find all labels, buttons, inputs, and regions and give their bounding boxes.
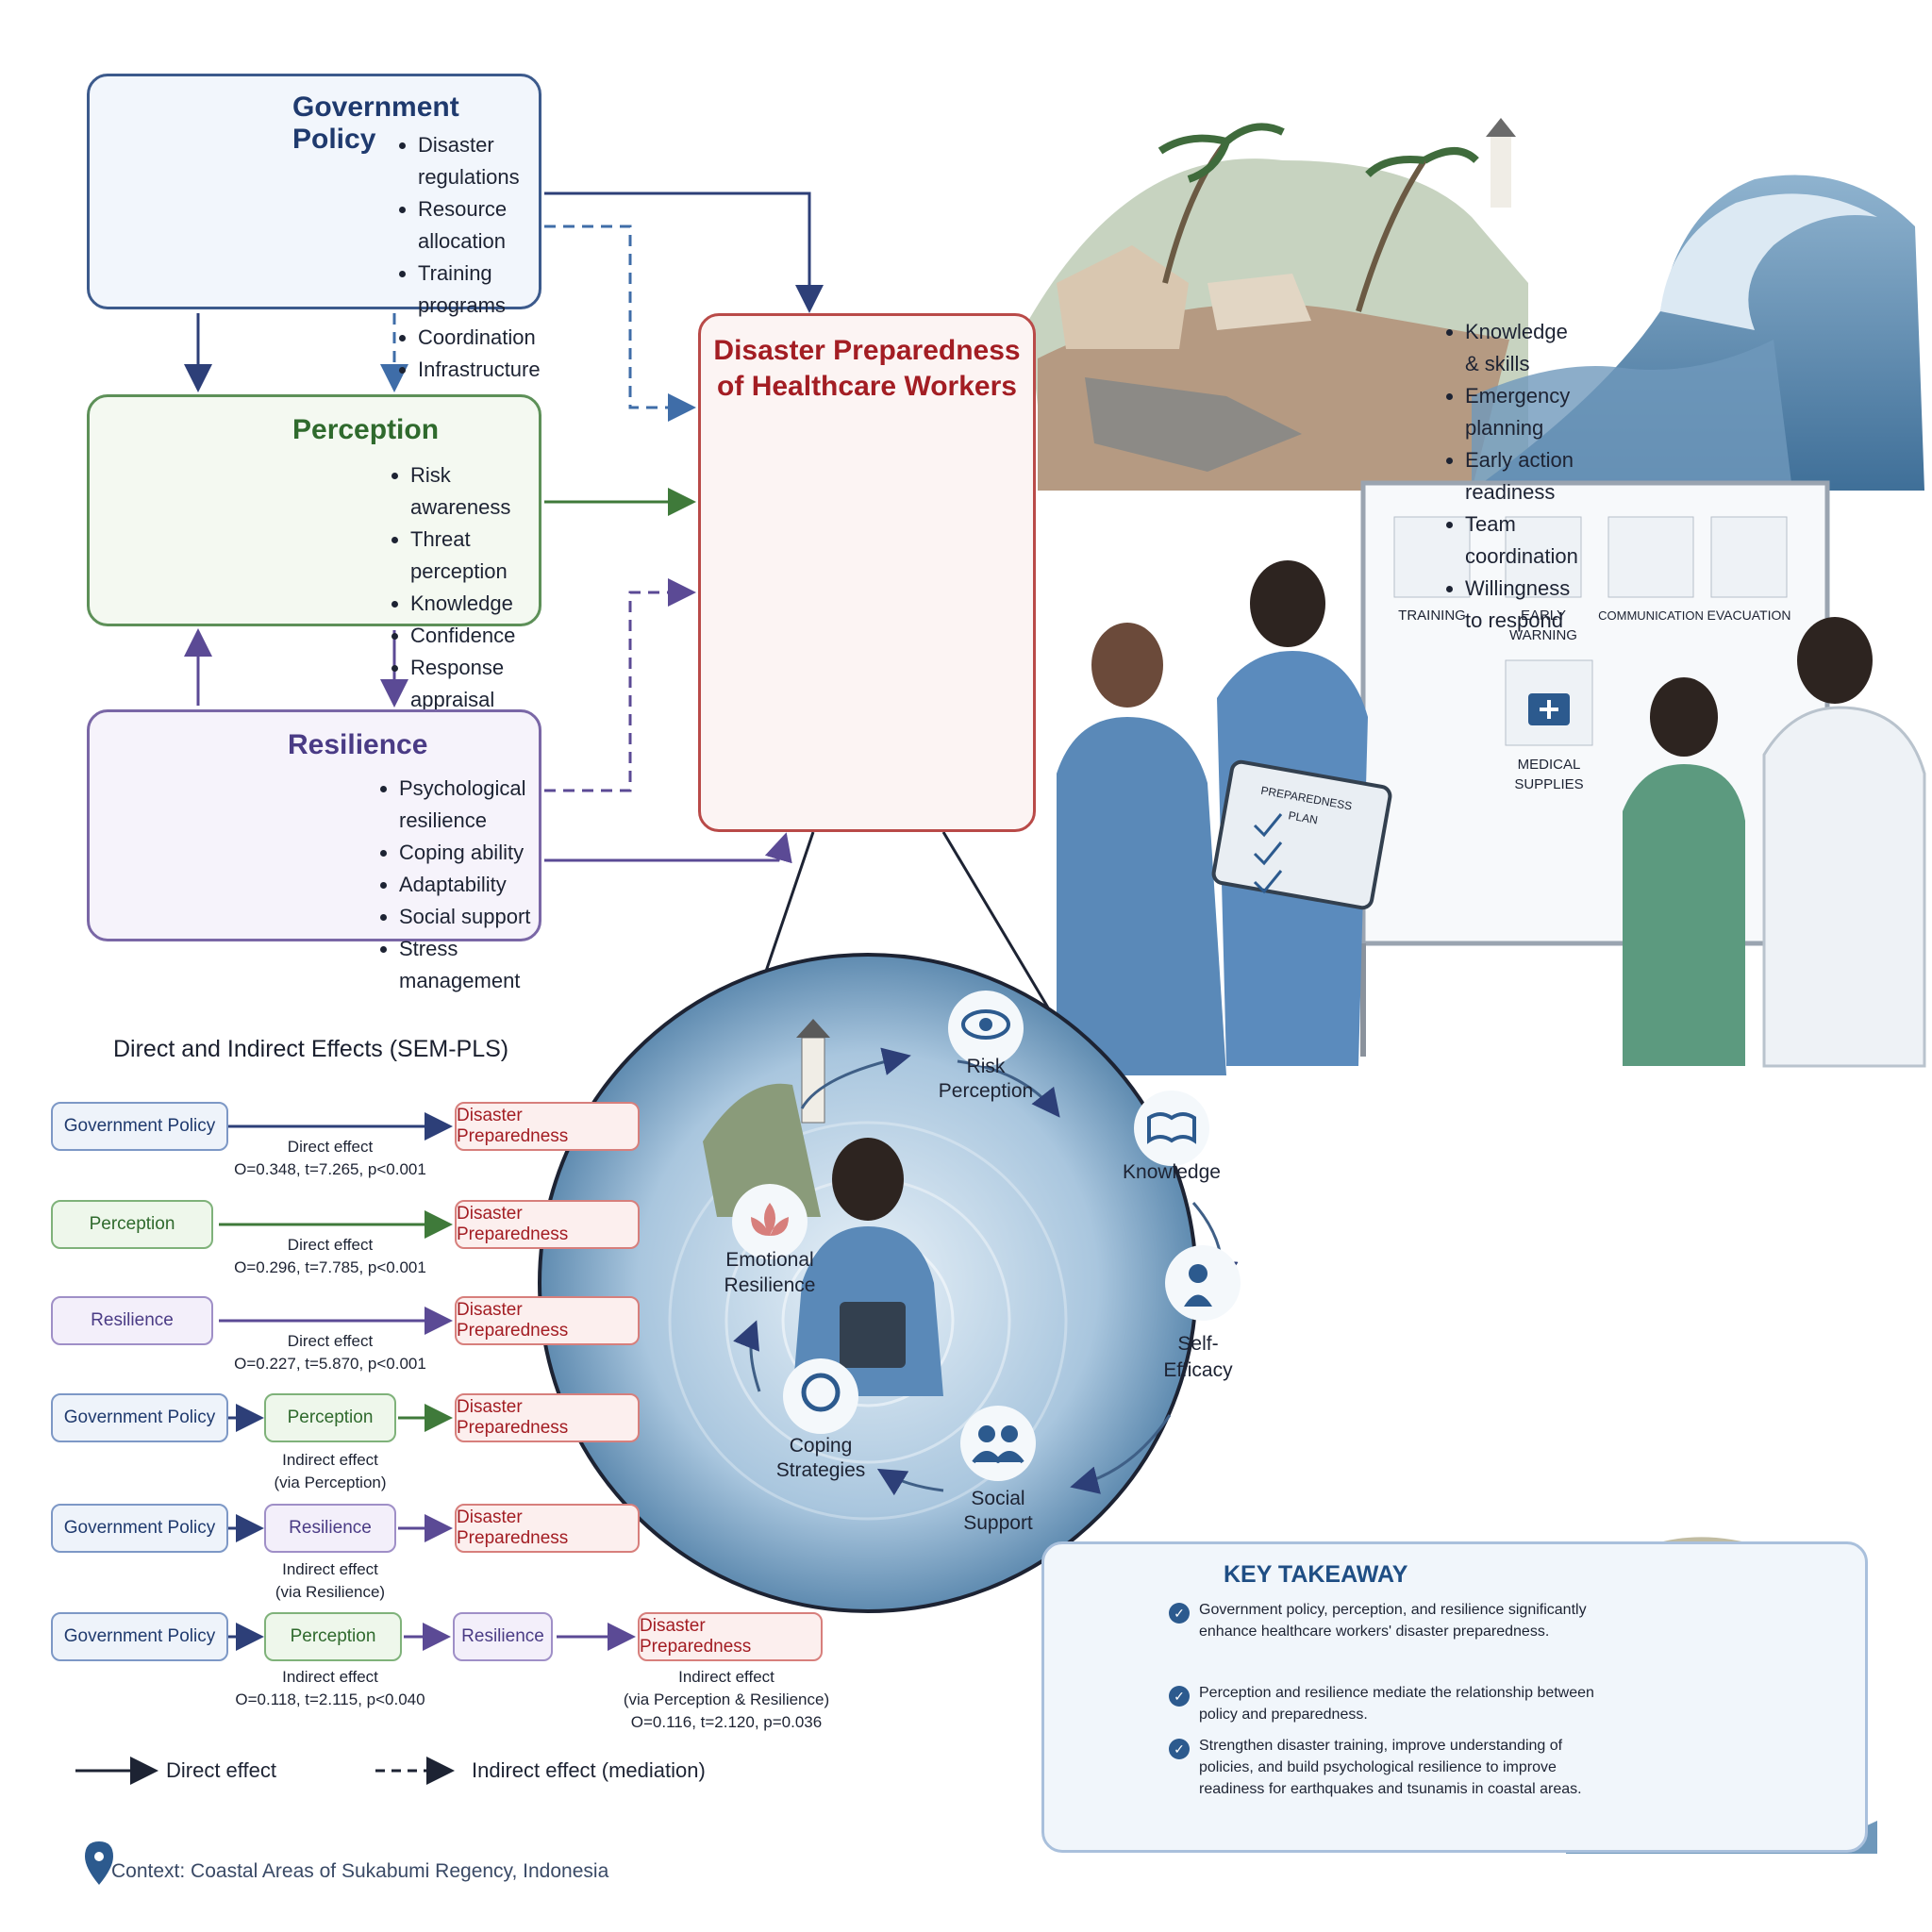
chip-disaster-preparedness: Disaster Preparedness [455, 1393, 640, 1442]
chip-government-policy: Government Policy [51, 1393, 228, 1442]
list-item: Response appraisal [410, 652, 539, 716]
list-item: Stress management [399, 933, 539, 997]
disaster-preparedness-list: Knowledge & skills Emergency planning Ea… [1442, 316, 1578, 637]
list-item: Coping ability [399, 837, 539, 869]
takeaway-item: Government policy, perception, and resil… [1199, 1602, 1587, 1640]
circle-label-social: Social [971, 1488, 1025, 1509]
chip-disaster-preparedness: Disaster Preparedness [455, 1102, 640, 1151]
chip-government-policy: Government Policy [51, 1612, 228, 1661]
location-pin-icon [85, 1841, 113, 1885]
circle-label-support: Support [963, 1512, 1033, 1534]
chip-disaster-preparedness: Disaster Preparedness [455, 1504, 640, 1553]
circle-label-knowledge: Knowledge [1123, 1161, 1221, 1183]
circle-label-efficacy: Efficacy [1163, 1359, 1233, 1381]
resilience-circle [538, 953, 1241, 1613]
tsunami-scene [1028, 118, 1924, 491]
title-line: Disaster Preparedness [713, 335, 1021, 366]
list-item: Social support [399, 901, 539, 933]
effect-stats: O=0.348, t=7.265, p<0.001 [234, 1160, 426, 1178]
legend-direct: Direct effect [166, 1758, 276, 1782]
resilience-title: Resilience [288, 729, 428, 760]
board-label-supplies: SUPPLIES [1514, 776, 1584, 792]
key-takeaway-title: KEY TAKEAWAY [1224, 1561, 1408, 1588]
effect-label: Indirect effect [282, 1451, 378, 1469]
effect-label: Direct effect [287, 1138, 374, 1156]
chip-resilience: Resilience [453, 1612, 553, 1661]
list-item: Risk awareness [410, 459, 539, 524]
board-label-training: TRAINING [1398, 608, 1466, 624]
board-label-warning: WARNING [1509, 627, 1577, 643]
effect-stats: O=0.296, t=7.785, p<0.001 [234, 1258, 426, 1276]
chip-resilience: Resilience [264, 1504, 396, 1553]
circle-label-self: Self- [1177, 1333, 1219, 1355]
government-policy-box: Government Policy Disaster regulations R… [87, 74, 541, 413]
list-item: Team coordination [1465, 508, 1578, 573]
chip-disaster-preparedness: Disaster Preparedness [455, 1200, 640, 1249]
board-label-evacuation: EVACUATION [1707, 608, 1791, 623]
list-item: Adaptability [399, 869, 539, 901]
chip-government-policy: Government Policy [51, 1102, 228, 1151]
circle-label-strategies: Strategies [775, 1459, 866, 1481]
circle-label-perception: Perception [938, 1080, 1034, 1102]
legend-indirect: Indirect effect (mediation) [472, 1758, 706, 1782]
list-item: Disaster regulations [418, 129, 541, 193]
takeaway-item: Perception and resilience mediate the re… [1199, 1685, 1594, 1723]
list-item: Coordination [418, 322, 541, 354]
list-item: Threat perception [410, 524, 539, 588]
government-policy-title: Government Policy [292, 92, 459, 155]
list-item: Training programs [418, 258, 541, 322]
list-item: Resource allocation [418, 193, 541, 258]
effect-label: Direct effect [287, 1332, 374, 1350]
effect-sub: (via Perception & Resilience) [623, 1690, 830, 1708]
circle-label-risk: Risk [966, 1056, 1006, 1077]
takeaway-item: Strengthen disaster training, improve un… [1199, 1738, 1582, 1797]
effect-stats: O=0.118, t=2.115, p<0.040 [235, 1690, 425, 1708]
title-line: of Healthcare Workers [717, 371, 1017, 402]
government-policy-list: Disaster regulations Resource allocation… [391, 129, 541, 418]
team-whiteboard-scene [1057, 480, 1926, 1075]
list-item: Knowledge & skills [1465, 316, 1578, 380]
board-label-medical: MEDICAL [1517, 757, 1581, 773]
list-item: Knowledge [410, 588, 539, 620]
effect-label: Direct effect [287, 1236, 374, 1254]
perception-list: Risk awareness Threat perception Knowled… [384, 459, 539, 716]
key-takeaway-panel: KEY TAKEAWAY ✓ Government policy, percep… [1041, 1541, 1868, 1853]
list-item: Confidence [410, 620, 539, 652]
chip-perception: Perception [51, 1200, 213, 1249]
disaster-preparedness-box: Disaster Preparedness of Healthcare Work… [698, 313, 1578, 832]
effect-label: Indirect effect [282, 1668, 378, 1686]
effect-sub: (via Perception) [274, 1474, 387, 1491]
effects-title: Direct and Indirect Effects (SEM-PLS) [113, 1036, 509, 1062]
circle-label-coping: Coping [789, 1435, 853, 1457]
context-note: Context: Coastal Areas of Sukabumi Regen… [111, 1860, 609, 1882]
chip-disaster-preparedness: Disaster Preparedness [638, 1612, 823, 1661]
circle-label-resilience: Resilience [724, 1274, 816, 1296]
effect-stats: O=0.116, t=2.120, p=0.036 [630, 1713, 823, 1731]
board-label-early: EARLY [1520, 608, 1567, 624]
perception-title: Perception [292, 414, 440, 445]
chip-government-policy: Government Policy [51, 1504, 228, 1553]
effect-label: Indirect effect [678, 1668, 774, 1686]
check-icon: ✓ [1169, 1686, 1190, 1707]
list-item: Willingness to respond [1465, 573, 1578, 637]
effect-sub: (via Resilience) [275, 1583, 386, 1601]
chip-perception: Perception [264, 1612, 402, 1661]
list-item: Early action readiness [1465, 444, 1578, 508]
chip-perception: Perception [264, 1393, 396, 1442]
perception-box: Perception Risk awareness Threat percept… [87, 394, 541, 711]
model-arrows [184, 192, 824, 864]
check-icon: ✓ [1169, 1739, 1190, 1759]
disaster-preparedness-title: Disaster Preparedness of Healthcare Work… [701, 333, 1033, 405]
check-icon: ✓ [1169, 1603, 1190, 1624]
effect-stats: O=0.227, t=5.870, p<0.001 [234, 1355, 426, 1373]
resilience-list: Psychological resilience Coping ability … [373, 773, 539, 997]
board-label-communication: COMMUNICATION [1598, 608, 1704, 623]
chip-disaster-preparedness: Disaster Preparedness [455, 1296, 640, 1345]
list-item: Psychological resilience [399, 773, 539, 837]
list-item: Emergency planning [1465, 380, 1578, 444]
resilience-box: Resilience Psychological resilience Copi… [87, 709, 541, 992]
effect-label: Indirect effect [282, 1560, 378, 1578]
chip-resilience: Resilience [51, 1296, 213, 1345]
circle-label-emotional: Emotional [725, 1249, 814, 1271]
